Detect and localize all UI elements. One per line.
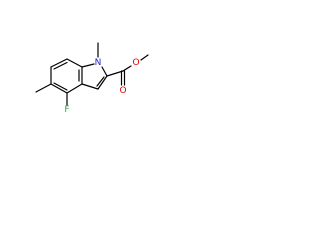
bond-c2-c3 bbox=[97, 75, 108, 90]
bond-c2-c3-inner bbox=[96, 76, 105, 87]
bond-o-methyl bbox=[140, 54, 149, 61]
molecule-structure: N O O F bbox=[35, 42, 149, 115]
bond-c4-c3a bbox=[66, 83, 83, 94]
bond-c7-c6 bbox=[50, 58, 68, 68]
atom-label-nitrogen: N bbox=[95, 58, 102, 68]
bond-c7-c6-inner bbox=[53, 61, 68, 70]
bond-c7a-c7 bbox=[66, 58, 83, 68]
atom-label-fluorine: F bbox=[64, 105, 69, 115]
bond-n1-c2 bbox=[101, 66, 108, 77]
bond-c2-ester-carbon bbox=[106, 70, 124, 77]
atom-label-ester-oxygen: O bbox=[132, 58, 139, 68]
bond-c3-c3a bbox=[81, 83, 99, 90]
bond-ester-carbon-o bbox=[122, 65, 132, 72]
bond-c5-methyl bbox=[35, 83, 52, 93]
bond-c5-c4 bbox=[50, 83, 68, 94]
bond-c5-c4-inner bbox=[53, 82, 68, 91]
atom-label-carbonyl-oxygen: O bbox=[119, 86, 126, 96]
bond-c7a-n1 bbox=[81, 63, 95, 68]
